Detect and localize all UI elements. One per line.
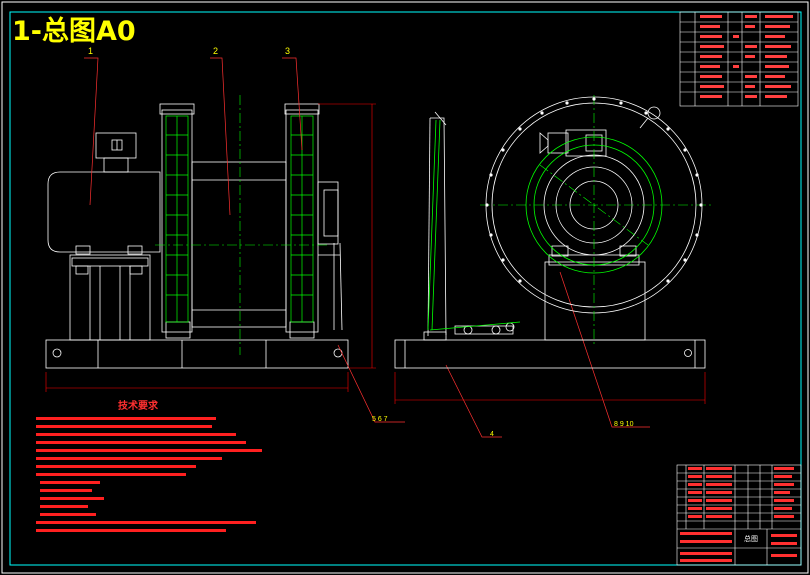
notes-heading: 技术要求 xyxy=(118,399,159,412)
part-label-2: 2 xyxy=(213,46,218,56)
side-view xyxy=(394,96,706,369)
motor-terminal-box xyxy=(95,132,137,159)
part-label-3: 3 xyxy=(285,46,290,56)
revision-table-entries xyxy=(700,15,793,98)
title-block xyxy=(676,464,802,566)
part-numbers: 1 2 3 5 6 7 4 8 9 10 xyxy=(88,46,634,438)
part-label-8910: 8 9 10 xyxy=(614,421,634,428)
side-base xyxy=(394,339,706,369)
front-centerlines xyxy=(155,95,330,355)
notes-text-lines xyxy=(36,417,262,532)
title-block-name: 总图 xyxy=(744,534,758,543)
motor-body xyxy=(47,171,161,253)
part-label-4: 4 xyxy=(490,431,494,438)
part-label-567: 5 6 7 xyxy=(372,416,388,423)
motor-pedestal xyxy=(69,254,151,341)
inner-border xyxy=(9,11,802,566)
part-leaders xyxy=(84,57,650,438)
left-flange xyxy=(161,109,193,333)
title-block-entries xyxy=(680,467,797,562)
part-label-1: 1 xyxy=(88,46,93,56)
drawing-title: 1-总图A0 xyxy=(12,16,136,47)
drum-barrel xyxy=(191,161,287,328)
brake-housing xyxy=(317,181,339,245)
drum-rim-bolts xyxy=(485,97,703,283)
base-frame xyxy=(45,339,349,369)
revision-table xyxy=(679,11,799,107)
front-view xyxy=(45,103,349,369)
flange-ribs xyxy=(165,115,314,323)
side-centerlines xyxy=(480,95,712,345)
side-dimensions xyxy=(394,372,706,404)
front-dimensions xyxy=(45,103,376,392)
